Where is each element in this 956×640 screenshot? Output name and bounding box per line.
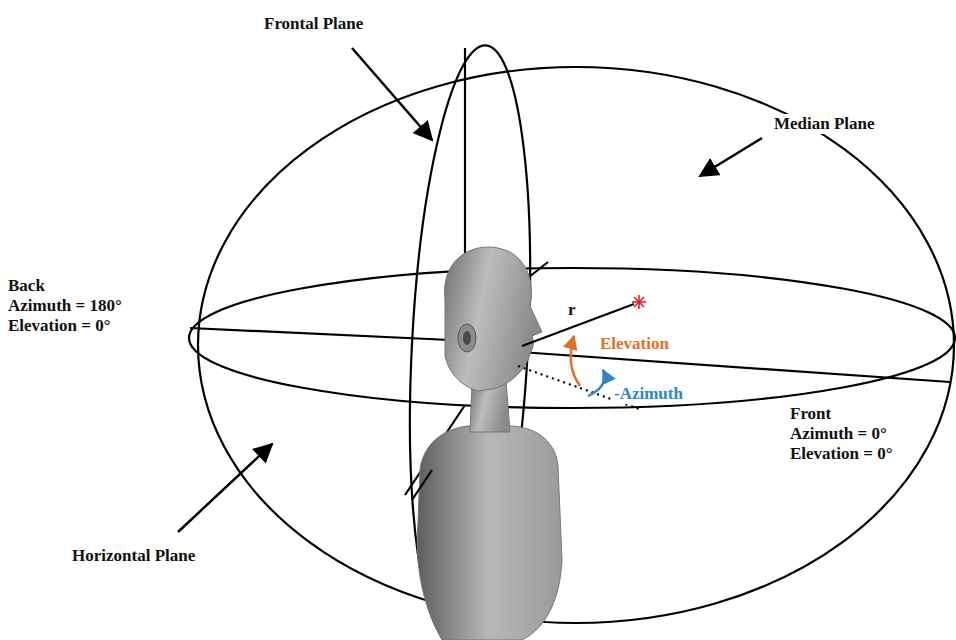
pointer-arrow xyxy=(178,444,272,532)
pointer-arrows xyxy=(178,48,762,532)
radius-label: r xyxy=(566,300,578,320)
direction-label: Back xyxy=(6,276,47,296)
coordinate-label: Elevation = 0° xyxy=(6,316,112,336)
direction-label: Front xyxy=(788,404,833,424)
angle-label: Elevation xyxy=(598,334,671,354)
azimuth-arc xyxy=(588,370,604,396)
coordinate-label: Azimuth = 0° xyxy=(788,424,889,444)
plane-label: Median Plane xyxy=(772,114,877,134)
plane-label: Horizontal Plane xyxy=(70,546,197,566)
sphere-planes xyxy=(189,42,955,640)
angle-label: -Azimuth xyxy=(612,384,685,404)
pointer-arrow xyxy=(700,138,762,176)
mannequin xyxy=(417,247,562,640)
source-star xyxy=(632,295,646,309)
pointer-arrow xyxy=(352,48,432,140)
coordinate-label: Azimuth = 180° xyxy=(6,296,124,316)
coordinate-label: Elevation = 0° xyxy=(788,444,894,464)
front-axis xyxy=(520,352,950,382)
back-axis xyxy=(190,328,450,340)
median-plane xyxy=(198,67,954,623)
elevation-arc xyxy=(571,336,580,386)
vertical-axis xyxy=(464,48,466,260)
plane-label: Frontal Plane xyxy=(262,14,365,34)
frontal-plane-front xyxy=(412,470,432,500)
horizontal-plane xyxy=(189,268,955,408)
